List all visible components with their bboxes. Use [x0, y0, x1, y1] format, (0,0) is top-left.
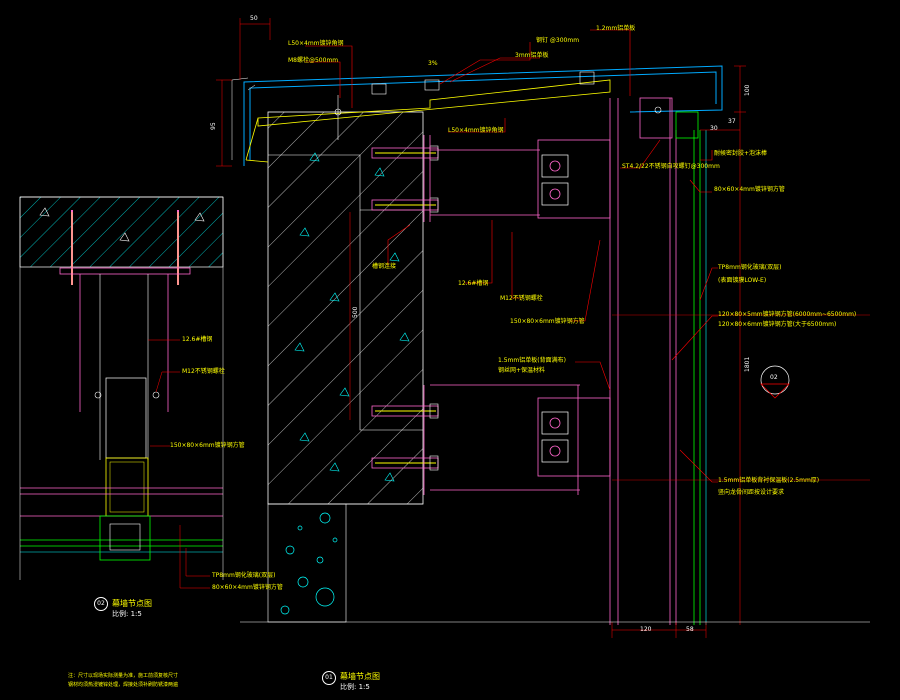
label-tube-120b: 120×80×6mm镀锌钢方管(大于6500mm) [718, 321, 837, 328]
section-mark-label: 02 [770, 374, 778, 381]
label-sheet-15d: 竖向龙骨间距按设计要求 [718, 489, 785, 496]
detail-01-scale: 比例: 1:5 [340, 683, 370, 691]
side-label-bolt: M12不锈钢螺栓 [182, 368, 225, 375]
label-tube-80: 80×60×4mm镀锌钢方管 [714, 186, 785, 193]
foundation-aggregate [267, 503, 423, 623]
side-label-tube: 150×80×6mm镀锌钢方管 [170, 442, 245, 449]
dim-bottom-120: 120 [640, 626, 652, 633]
label-m12-bolt: M12不锈钢螺栓 [500, 295, 543, 302]
glass-panel [639, 97, 707, 625]
dim-top-50: 50 [250, 15, 258, 22]
detail-02-circle: 02 [94, 597, 108, 611]
dimension-lines [216, 18, 746, 638]
label-st-screw: ST4.2/22不锈钢自攻螺钉@300mm [622, 163, 720, 170]
label-seal: 耐候密封胶+泡沫棒 [714, 150, 768, 157]
plate-bolts [541, 154, 569, 463]
parapet-cap [231, 65, 723, 166]
label-channel-12: 12.6#槽钢 [458, 280, 489, 287]
section-mark-symbol [760, 365, 790, 399]
note-line-2: 钢材均须热浸镀锌处理，焊接处须补刷防锈漆两遍 [68, 682, 179, 688]
side-label-tube2: 80×60×4mm镀锌钢方管 [212, 584, 283, 591]
dim-right-30: 30 [710, 125, 718, 132]
label-sheet-15c: 1.5mm铝单板背衬保温板(2.5mm厚) [718, 477, 820, 484]
leader-lines [305, 29, 870, 483]
note-line-1: 注：尺寸以现场实际测量为准，施工前须复核尺寸 [68, 673, 179, 679]
detail-01-title: 幕墙节点图 [340, 672, 380, 681]
label-tube-120a: 120×80×5mm镀锌钢方管(6000mm~6500mm) [718, 311, 857, 318]
side-label-glass: TP8mm钢化玻璃(双层) [212, 572, 276, 579]
label-m8-bolt: M8螺栓@500mm [288, 57, 339, 64]
dim-middle-500: 500 [352, 306, 359, 318]
label-sheet-15b: 钢丝网+保温材料 [498, 367, 546, 374]
detail-02-scale: 比例: 1:5 [112, 610, 142, 618]
anchor-bolts [371, 145, 439, 471]
label-sheet-12mm: 1.2mm铝单板 [596, 25, 636, 32]
detail-01-circle: 01 [322, 671, 336, 685]
label-l50-angle-b: L50×4mm镀锌角钢 [448, 127, 504, 134]
dim-right-short: 37 [728, 118, 736, 125]
label-glass-tp2: (表面镀膜LOW-E) [718, 277, 767, 284]
dim-right-100: 100 [744, 84, 751, 96]
label-tube-150: 150×80×6mm镀锌钢方管 [510, 318, 585, 325]
label-sheet-15: 1.5mm铝单板(背面满布) [498, 357, 566, 364]
dim-right-1801: 1801 [744, 356, 751, 372]
label-channel-a: 槽钢连接 [372, 263, 397, 270]
steel-channels [423, 98, 677, 625]
side-label-channel: 12.6#槽钢 [182, 336, 213, 343]
slope-label: 3% [428, 60, 438, 67]
label-l50-angle: L50×4mm镀锌角钢 [288, 40, 344, 47]
label-steel-nail: 钢钉 @300mm [536, 37, 580, 44]
detail-02-title: 幕墙节点图 [112, 599, 152, 608]
side-detail [19, 196, 224, 589]
label-sheet-3mm: 3mm铝单板 [515, 52, 549, 59]
label-glass-tp: TP8mm钢化玻璃(双层) [718, 264, 782, 271]
cap-brackets [334, 71, 595, 140]
dim-bottom-58: 58 [686, 626, 694, 633]
dim-left-95: 95 [210, 122, 217, 130]
concrete-wall [267, 111, 424, 505]
